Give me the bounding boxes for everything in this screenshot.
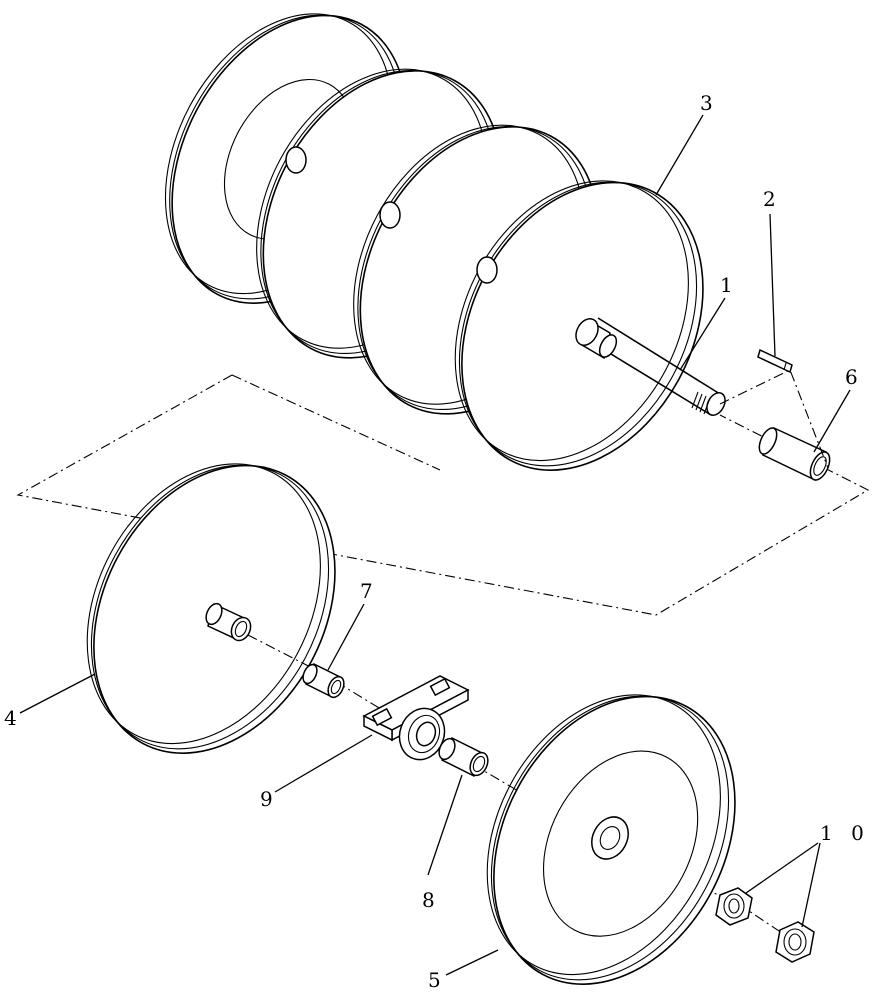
spacer-part-7 (302, 662, 345, 699)
shaft-axis-line (719, 369, 829, 469)
bushing-part-6 (758, 426, 831, 482)
spacer-hub-3 (476, 256, 498, 284)
leader-line-8 (427, 774, 463, 876)
leader-line-6 (813, 389, 851, 453)
nut-part-10-a (715, 887, 753, 926)
nut-part-10-b (775, 921, 815, 963)
callout-2: 2 (763, 187, 782, 211)
leader-line-2 (769, 213, 776, 357)
callout-6: 6 (845, 365, 864, 389)
leader-line-4 (19, 673, 96, 714)
bearing-block-part-9 (362, 675, 470, 761)
leader-line-9 (274, 734, 373, 793)
disc-part-5 (486, 694, 736, 985)
hub-tube (205, 602, 252, 642)
plane-hidden-edge (231, 374, 441, 471)
callout-9: 9 (260, 787, 279, 811)
key-part-2 (757, 348, 793, 374)
leader-line-10b (801, 842, 821, 928)
callout-4: 4 (4, 706, 23, 730)
leader-line-7 (327, 603, 365, 671)
callout-3: 3 (700, 91, 719, 115)
leader-lines (19, 114, 851, 976)
disc-stack (164, 13, 704, 471)
callout-labels: 3 2 1 6 4 7 9 8 5 1 0 (4, 91, 870, 992)
callout-10: 1 0 (820, 821, 870, 845)
leader-line-3 (655, 114, 704, 196)
callout-1: 1 (720, 273, 739, 297)
spacer-hub-2 (379, 201, 401, 229)
leader-line-10a (745, 842, 819, 894)
callout-8: 8 (422, 888, 441, 912)
callout-5: 5 (428, 968, 447, 992)
leader-line-1 (679, 297, 726, 371)
shaft-part-1 (575, 317, 726, 416)
spacer-hub-1 (285, 146, 307, 174)
leader-line-5 (445, 949, 499, 976)
callout-7: 7 (360, 579, 379, 603)
spacer-part-8 (438, 736, 489, 778)
